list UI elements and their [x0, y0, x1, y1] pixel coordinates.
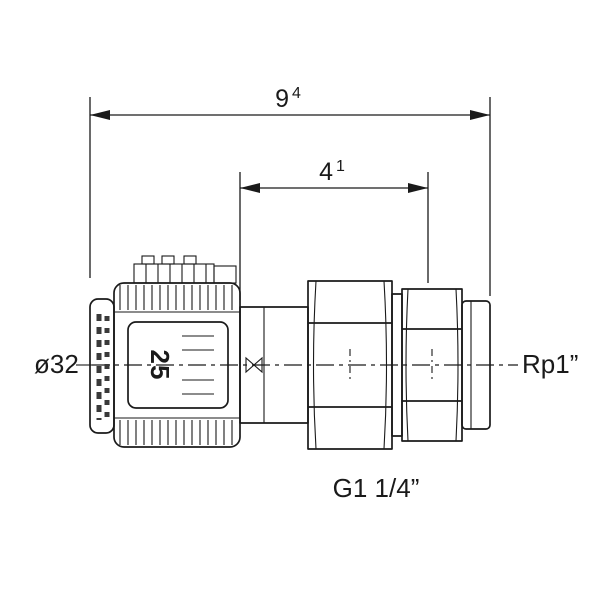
inspection-window [127, 321, 229, 409]
latch-bump [141, 255, 155, 265]
label-bottom-thread: G1 1/4” [333, 473, 420, 503]
latch-teeth [145, 264, 207, 283]
arrowhead-left [90, 110, 110, 120]
latch-bump [183, 255, 197, 265]
arrowhead-right [470, 110, 490, 120]
dimension-partial: 4 1 [239, 158, 429, 300]
pipe-end [461, 300, 491, 430]
flow-symbol-icon [245, 356, 263, 374]
label-right-thread: Rp1” [522, 349, 578, 379]
grip-collar: 25 [113, 255, 241, 448]
flow-symbol-right-triangle [253, 356, 263, 374]
centerline [76, 349, 518, 381]
dimension-partial-value: 4 [319, 158, 333, 186]
window-detail-lines [182, 335, 214, 395]
dimension-overall: 9 4 [89, 85, 491, 296]
pipe-end-outline [461, 300, 491, 430]
collar-size-marking: 25 [145, 350, 175, 381]
flow-symbol-left-triangle [245, 356, 255, 374]
latch-release [213, 265, 237, 284]
pushfit-end-cap [89, 298, 115, 434]
dimension-overall-superscript: 4 [292, 85, 301, 102]
arrowhead-right [408, 183, 428, 193]
grip-ribs-top [119, 285, 233, 310]
dimension-overall-value: 9 [275, 85, 289, 113]
hex-large-chamfer-right [383, 280, 388, 450]
latch-bump [161, 255, 175, 265]
label-left-diameter: ø32 [34, 349, 79, 379]
grip-ribs-bottom [119, 420, 233, 445]
hex-small-chamfer-right [455, 288, 459, 442]
end-cap-outline [89, 298, 115, 434]
hex-small-chamfer-left [405, 288, 409, 442]
arrowhead-left [240, 183, 260, 193]
hex-large-chamfer-left [312, 280, 317, 450]
dimension-partial-superscript: 1 [336, 158, 345, 175]
